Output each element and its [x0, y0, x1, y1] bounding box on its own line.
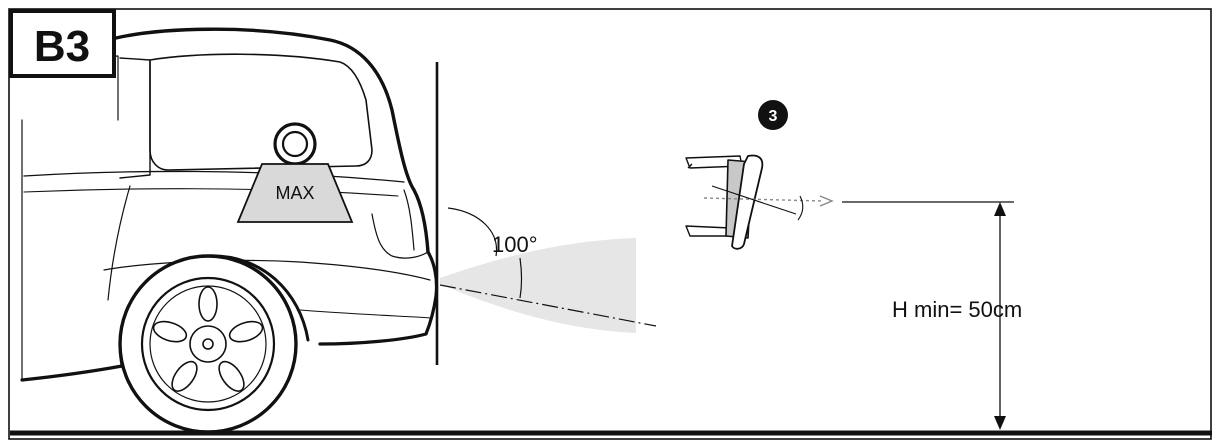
figure-label: B3	[34, 22, 90, 71]
angle-arc-lower	[519, 257, 523, 299]
wheel-spokes	[152, 286, 264, 392]
height-label: H min= 50cm	[892, 297, 1022, 322]
angle-label: 100°	[492, 232, 538, 257]
sensor-axis-line	[439, 284, 657, 327]
sensor-tilt-arc	[797, 195, 804, 221]
wheel-rim	[140, 276, 276, 412]
belt-line	[23, 170, 405, 183]
step-marker-number: 3	[769, 108, 778, 125]
wheel-center-cap	[202, 338, 214, 350]
sensor-direction-arrow	[819, 195, 834, 207]
step-marker-circle	[758, 100, 788, 130]
sensor-face	[731, 154, 764, 250]
height-arrow-top	[994, 202, 1006, 216]
sensor-direction-line	[703, 197, 823, 202]
side-window-pillar	[119, 57, 151, 179]
angle-arc-upper	[447, 207, 498, 257]
parking-sensor-device	[685, 154, 764, 250]
max-load-weight: MAX	[236, 122, 354, 223]
weight-label: MAX	[275, 183, 314, 203]
car-bumper	[318, 250, 439, 346]
car-rear-illustration	[20, 27, 439, 434]
outer-frame	[8, 8, 1212, 440]
weight-body	[236, 163, 354, 223]
door-line	[107, 185, 131, 301]
rear-tire	[118, 254, 298, 434]
sensor-beam-cone	[440, 238, 636, 333]
tail-light-edge	[403, 189, 415, 251]
wheel-rim-inner	[149, 285, 267, 403]
sensor-clip-bottom	[685, 225, 733, 237]
sensor-tilt-line	[711, 185, 797, 215]
rear-window	[149, 53, 373, 171]
height-arrow-bottom	[994, 416, 1006, 430]
weight-ring-inner	[281, 130, 309, 158]
wheel-hub	[189, 325, 227, 363]
belt-line-lower	[23, 188, 399, 197]
tail-light	[371, 213, 429, 259]
figure-label-box	[9, 9, 116, 78]
bumper-lower-line	[299, 309, 433, 319]
bumper-top-line	[103, 259, 431, 281]
car-roof-outline	[114, 27, 430, 254]
car-sill	[20, 364, 124, 382]
